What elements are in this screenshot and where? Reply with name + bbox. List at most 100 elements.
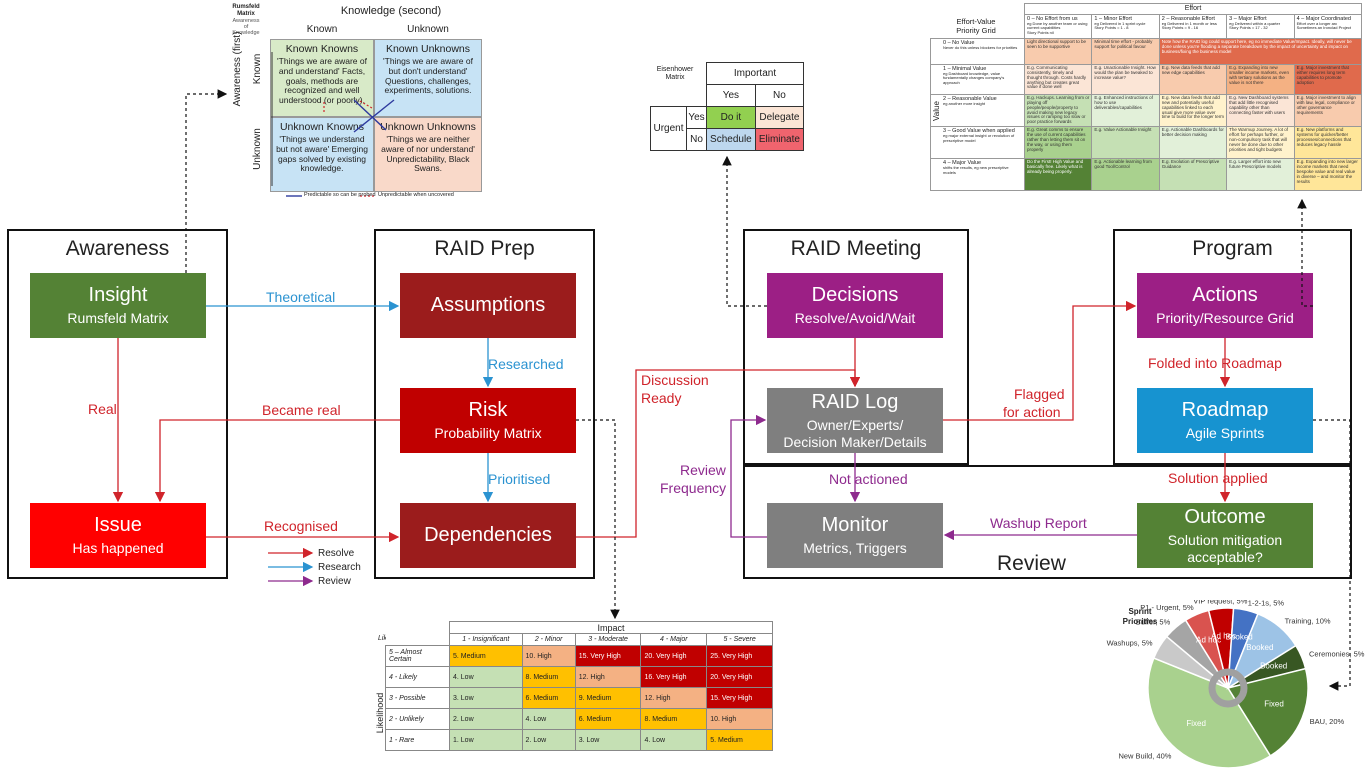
vg-cell: E.g. Major investment that either requir… (1293, 63, 1363, 95)
prob-row-label: 1 - Rare (385, 729, 450, 751)
prob-cell: 2. Low (449, 708, 523, 730)
kk-text: 'Things we are aware of and understand' … (277, 56, 367, 106)
pie-inner-label: Booked (1260, 662, 1287, 671)
vg-col-points: Sometimes an Ironclad Project (1296, 25, 1352, 31)
dependencies-node[interactable]: Dependencies (400, 503, 576, 568)
vg-col-sub: eg Done by another team or using current… (1027, 20, 1088, 31)
pie-outer-label: Buffer, 5% (1136, 618, 1171, 627)
prob-col: 5 - Severe (706, 633, 773, 646)
prob-cell: 8. Medium (521, 666, 576, 688)
legend-resolve: Resolve (318, 548, 355, 559)
rumsfeld-matrix: Rumsfeld Matrix Awareness of Knowledge K… (226, 4, 486, 204)
pie-inner-label: Fixed (1264, 700, 1284, 709)
label-theoretical: Theoretical (266, 289, 336, 305)
vg-cell: E.g. Actionable learning from good Tool/… (1091, 158, 1160, 192)
eis-do-it: Do it (706, 106, 756, 129)
raid-log-title: RAID Log (811, 391, 899, 414)
insight-subtitle: Rumsfeld Matrix (67, 310, 169, 327)
label-review-freq-2: Frequency (660, 480, 727, 496)
rumsfeld-corner-2: Matrix (237, 10, 255, 17)
prob-cell: 10. High (521, 645, 576, 667)
pie-inner-label: Ad hoc (1196, 635, 1221, 644)
ku-title: Known Unknowns (385, 43, 471, 55)
pie-inner-label: Fixed (1186, 719, 1206, 728)
sprint-title-1: Sprint (1128, 607, 1152, 616)
prob-col: 3 - Moderate (574, 633, 642, 646)
prob-cell: 25. Very High (706, 645, 773, 667)
vg-row-title: 2 – Reasonable Value (943, 95, 997, 102)
eis-urgent: Urgent (650, 106, 687, 151)
label-recognised: Recognised (264, 518, 338, 534)
assumptions-title: Assumptions (430, 294, 546, 316)
risk-subtitle: Probability Matrix (434, 425, 542, 442)
decisions-node[interactable]: Decisions Resolve/Avoid/Wait (767, 273, 943, 338)
vg-cell: E.g. Expanding into new smaller income m… (1226, 63, 1295, 95)
vg-cell: E.g. Great comms to ensure the use of cu… (1023, 126, 1093, 160)
vg-row-title: 3 – Good Value when applied (943, 128, 1015, 135)
rumsfeld-known-unknowns: Known Unknowns 'Things we are aware of b… (374, 39, 482, 117)
eis-title-1: Eisenhower (656, 66, 694, 73)
vg-row-sub: Never do this unless blockers for priori… (943, 44, 1018, 50)
pie-outer-label: BAU, 20% (1310, 717, 1345, 726)
vg-col-sub: Effort over a longer arc (1296, 20, 1338, 26)
prob-cell: 10. High (706, 708, 773, 730)
monitor-node[interactable]: Monitor Metrics, Triggers (767, 503, 943, 568)
kk-title: Known Knowns (285, 43, 359, 55)
pie-inner-label: Booked (1226, 633, 1253, 642)
label-not-actioned: Not actioned (829, 471, 908, 487)
eis-title-2: Matrix (665, 74, 685, 82)
vg-cell: E.g. New data feeds that add new and pot… (1158, 93, 1228, 128)
vg-col-points: Story Points = 9 - 16 (1161, 25, 1199, 31)
raid-log-node[interactable]: RAID Log Owner/Experts/ Decision Maker/D… (767, 388, 943, 453)
eis-row-no: No (686, 128, 707, 151)
decisions-subtitle: Resolve/Avoid/Wait (794, 310, 916, 327)
prob-cell: 4. Low (449, 666, 523, 688)
raid-log-subtitle-2: Decision Maker/Details (783, 433, 927, 450)
issue-node[interactable]: Issue Has happened (30, 503, 206, 568)
vg-row-sub: eg major external insight or revolution … (943, 133, 1015, 143)
prob-cell: 3. Low (449, 687, 523, 709)
vg-title-1: Effort-Value (956, 17, 996, 26)
sprint-title: Sprint Priorities (1120, 607, 1160, 626)
label-real: Real (88, 401, 117, 417)
vg-cell: E.g. Unactionable Insight. How would the… (1091, 63, 1160, 95)
raid-log-subtitle-1: Owner/Experts/ (806, 417, 904, 434)
vg-cell: E.g. Evolution of Prescriptive Guidance (1158, 158, 1228, 192)
rumsfeld-col-known: Known (306, 24, 338, 35)
vg-col-points: Story Points = 17 - 32 (1229, 25, 1268, 31)
vg-cell: E.g. New Dashboard systems that add litt… (1226, 93, 1295, 128)
pie-slice-new-build (1147, 657, 1272, 769)
dependencies-title: Dependencies (424, 524, 552, 546)
monitor-title: Monitor (821, 514, 889, 537)
vg-cell: The Warmup Journey. A lot of effort for … (1226, 126, 1295, 160)
outcome-node[interactable]: Outcome Solution mitigation acceptable? (1137, 503, 1313, 568)
vg-row-sub: eg another more insight (943, 100, 986, 106)
risk-node[interactable]: Risk Probability Matrix (400, 388, 576, 453)
assumptions-node[interactable]: Assumptions (400, 273, 576, 338)
vg-row-title: 1 – Minimal Value (943, 65, 987, 72)
pie-outer-label: Washups, 5% (1107, 639, 1153, 648)
prob-row-label: 2 - Unlikely (385, 708, 450, 730)
insight-node[interactable]: Insight Rumsfeld Matrix (30, 273, 206, 338)
vg-cell: E.g. Value Actionable Insight (1091, 126, 1160, 160)
prob-cell: 4. Low (640, 729, 708, 751)
legend-research: Research (318, 562, 361, 573)
prob-cell: 6. Medium (521, 687, 576, 709)
value-grid: Effort-Value Priority Grid Value Effort … (930, 3, 1363, 201)
sprint-title-2: Priorities (1122, 616, 1158, 626)
actions-subtitle: Priority/Resource Grid (1156, 310, 1294, 327)
roadmap-node[interactable]: Roadmap Agile Sprints (1137, 388, 1313, 453)
vg-cell: Note how the RAID log could support here… (1158, 37, 1363, 65)
actions-node[interactable]: Actions Priority/Resource Grid (1137, 273, 1313, 338)
awareness-title: Awareness (65, 237, 170, 260)
vg-cell: E.g. Larger effort into new future Presc… (1226, 158, 1295, 192)
issue-title: Issue (94, 514, 142, 537)
prob-cell: 20. Very High (706, 666, 773, 688)
vg-cell: E.g. Expanding into new larger income ma… (1293, 158, 1363, 192)
outcome-title: Outcome (1184, 506, 1266, 529)
prob-cell: 20. Very High (640, 645, 708, 667)
vg-col-title: 3 – Major Effort (1229, 15, 1267, 22)
label-review-freq-1: Review (680, 462, 726, 478)
